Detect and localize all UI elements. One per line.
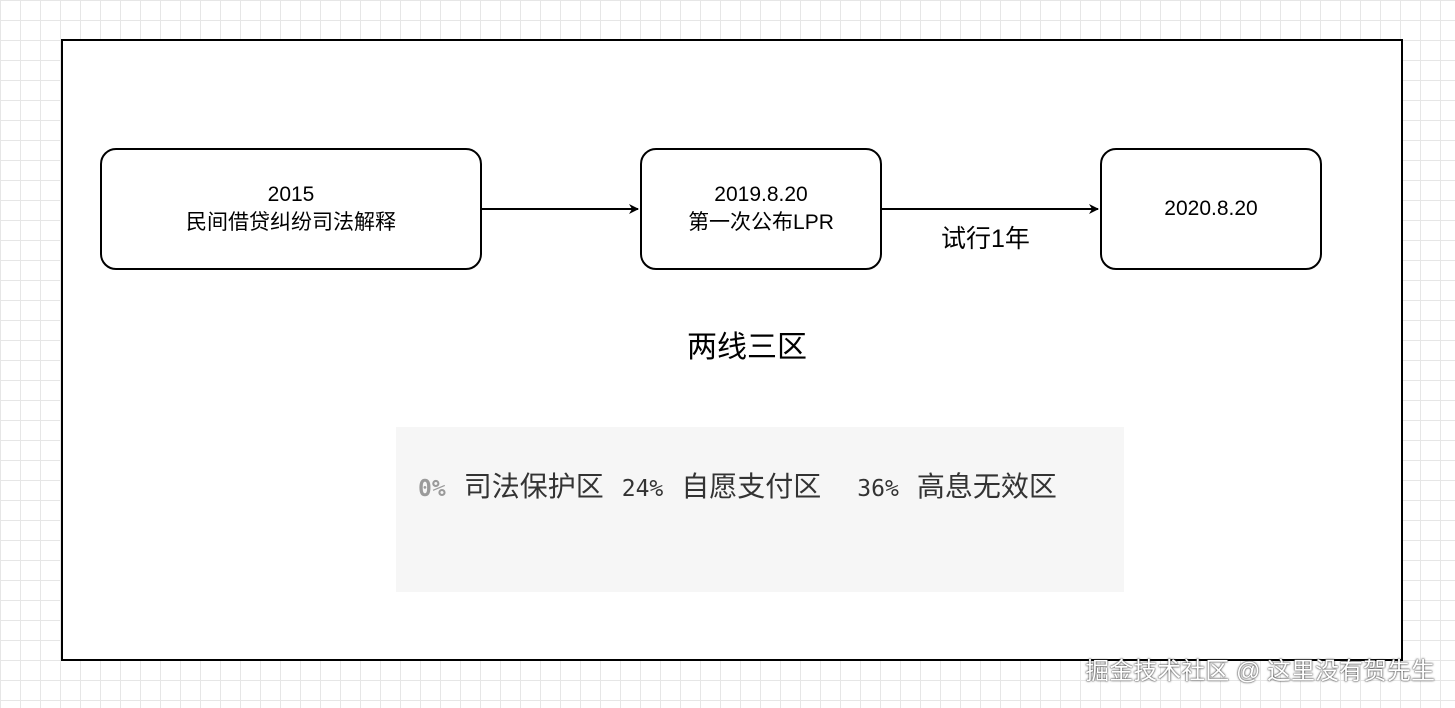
node-2020[interactable]: 2020.8.20: [1100, 148, 1322, 270]
node-line: 2019.8.20: [714, 183, 808, 206]
node-line: 2015: [267, 183, 315, 206]
node-line: 民间借贷纠纷司法解释: [186, 211, 396, 234]
diagram-title: 两线三区: [687, 331, 807, 364]
zone-name: 自愿支付区: [681, 470, 822, 503]
edge-label-trial: 试行1年: [941, 225, 1030, 253]
zone-percent: 0%: [418, 476, 446, 502]
zones-panel: 0% 司法保护区 24% 自愿支付区 36% 高息无效区: [396, 427, 1124, 592]
node-line: 第一次公布LPR: [688, 211, 834, 234]
node-2019-lpr[interactable]: 2019.8.20 第一次公布LPR: [640, 148, 882, 270]
zone-name: 高息无效区: [916, 470, 1057, 503]
zones-row: 0% 司法保护区 24% 自愿支付区 36% 高息无效区: [418, 465, 1057, 505]
node-line: 2020.8.20: [1164, 197, 1258, 220]
watermark: 掘金技术社区 @ 这里没有贺先生: [1085, 658, 1435, 685]
zone-percent: 36%: [857, 476, 899, 502]
node-2015-judicial-interpretation[interactable]: 2015 民间借贷纠纷司法解释: [100, 148, 482, 270]
zone-name: 司法保护区: [463, 470, 604, 503]
zone-percent: 24%: [621, 476, 664, 502]
